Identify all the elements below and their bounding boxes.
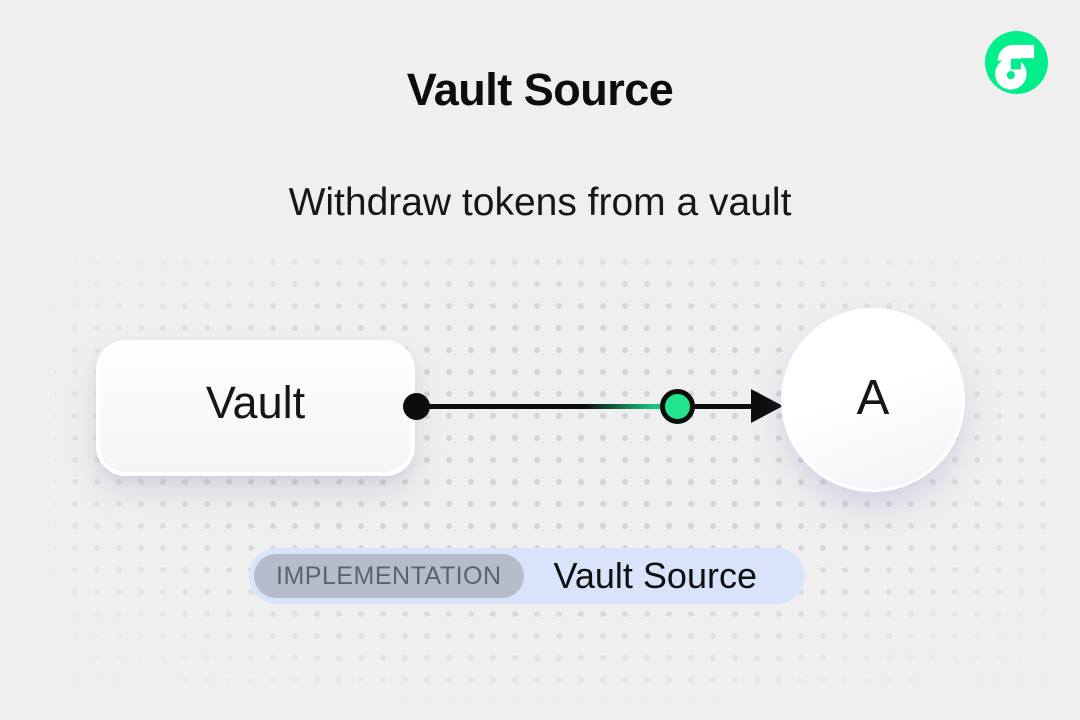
account-node-label: A <box>856 371 890 425</box>
account-node: A <box>781 308 965 492</box>
implementation-badge: IMPLEMENTATION <box>254 554 524 598</box>
page-subtitle: Withdraw tokens from a vault <box>288 181 792 224</box>
connector-start-dot <box>403 393 430 420</box>
vault-node-label: Vault <box>205 377 306 428</box>
implementation-name: Vault Source <box>553 555 757 596</box>
connector-green-gradient <box>584 404 662 409</box>
token-dot <box>660 389 695 424</box>
vault-node: Vault <box>96 340 415 476</box>
flow-logo-icon <box>985 31 1048 94</box>
implementation-pill: IMPLEMENTATION Vault Source <box>249 548 805 604</box>
page-title: Vault Source <box>406 64 674 115</box>
arrowhead-icon <box>751 389 783 423</box>
